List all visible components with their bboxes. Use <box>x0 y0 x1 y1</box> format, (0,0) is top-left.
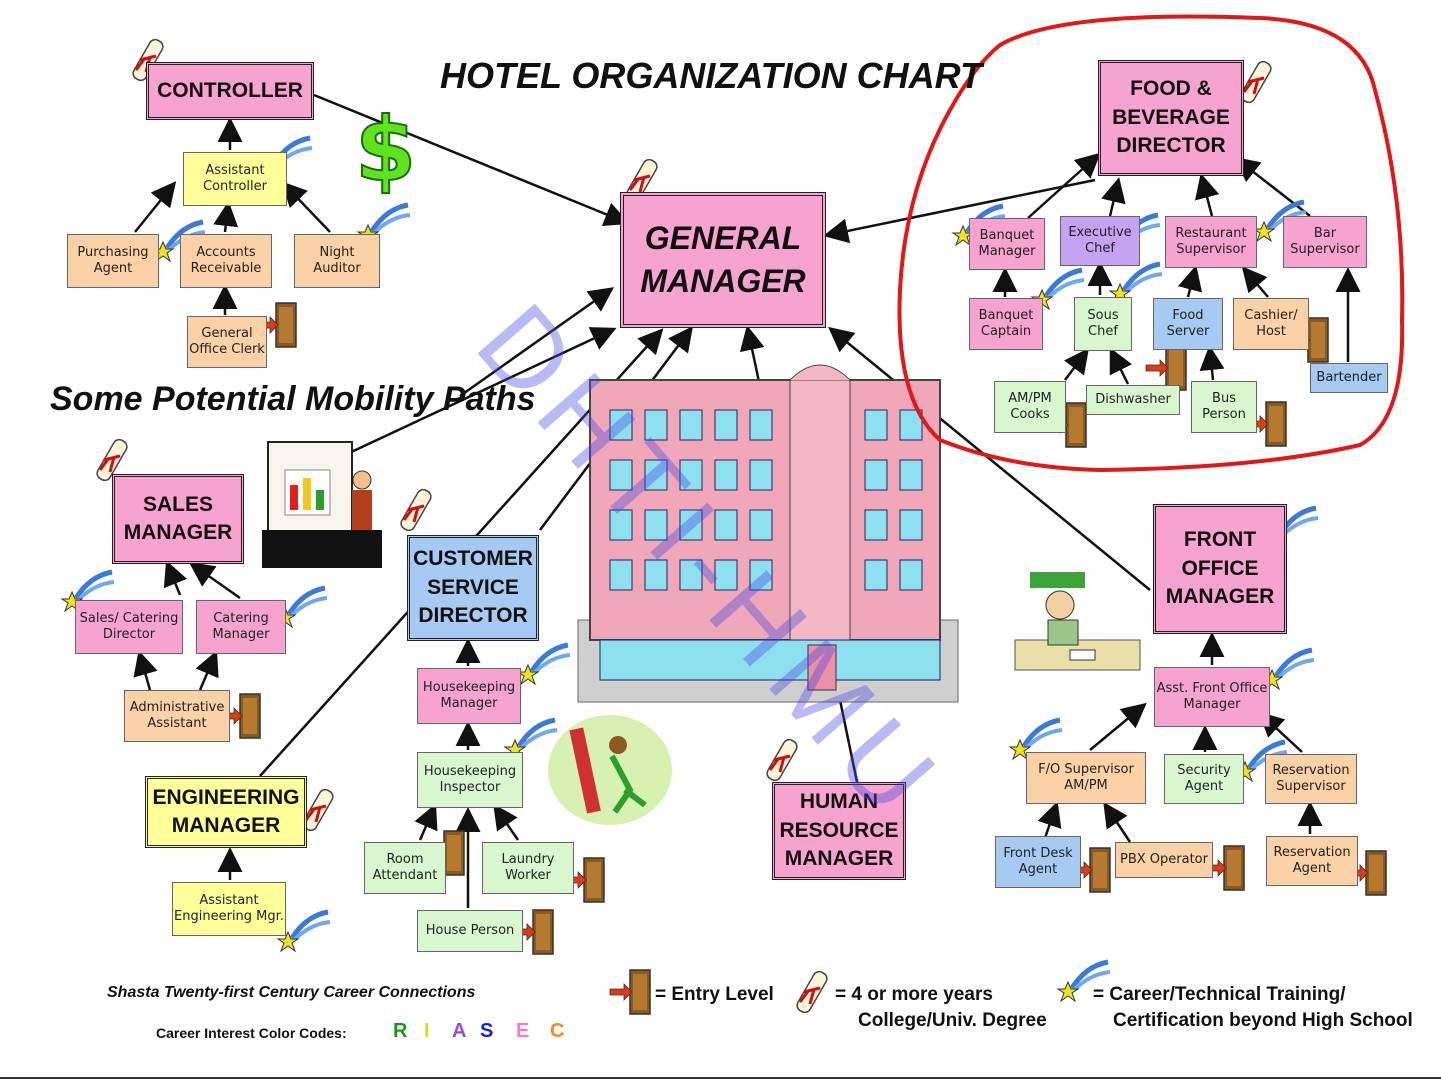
color-code-r: R <box>393 1020 408 1042</box>
customer-service-director-box: CUSTOMER SERVICE DIRECTOR <box>407 535 539 641</box>
controller-box: CONTROLLER <box>146 62 314 120</box>
color-code-s: S <box>480 1020 494 1042</box>
cashier-host-box: Cashier/ Host <box>1233 298 1309 350</box>
svg-text:$: $ <box>355 98 416 201</box>
sales-catering-director-box: Sales/ Catering Director <box>75 600 183 654</box>
house-person-box: House Person <box>417 910 523 952</box>
accounts-receivable-box: Accounts Receivable <box>180 234 272 288</box>
asst-controller-box: Assistant Controller <box>183 152 287 206</box>
reservation-agent-box: Reservation Agent <box>1266 836 1358 886</box>
executive-chef-box: Executive Chef <box>1060 216 1140 266</box>
food-server-box: Food Server <box>1153 298 1223 350</box>
housekeeping-manager-box: Housekeeping Manager <box>417 668 521 724</box>
legend-training-line1: = Career/Technical Training/ <box>1093 984 1346 1005</box>
housekeeper-illustration <box>548 715 672 825</box>
front-desk-agent-box: Front Desk Agent <box>995 836 1081 888</box>
dishwasher-box: Dishwasher <box>1086 385 1180 415</box>
ampm-cooks-box: AM/PM Cooks <box>994 381 1066 433</box>
color-codes-label: Career Interest Color Codes: <box>156 1025 347 1041</box>
food-beverage-director-box: FOOD & BEVERAGE DIRECTOR <box>1098 60 1244 176</box>
asst-front-office-manager-box: Asst. Front Office Manager <box>1154 667 1270 727</box>
chart-subtitle: Some Potential Mobility Paths <box>50 380 536 418</box>
highlight-circle <box>897 14 1405 473</box>
color-code-c: C <box>550 1020 565 1042</box>
security-agent-box: Security Agent <box>1164 754 1244 804</box>
pbx-operator-box: PBX Operator <box>1115 842 1213 878</box>
hr-manager-box: HUMAN RESOURCE MANAGER <box>772 782 906 880</box>
general-office-clerk-box: General Office Clerk <box>187 316 267 368</box>
asst-engineering-mgr-box: Assistant Engineering Mgr. <box>172 882 286 936</box>
bar-supervisor-box: Bar Supervisor <box>1283 216 1367 268</box>
organization-name: Shasta Twenty-first Century Career Conne… <box>107 984 476 1001</box>
dollar-icon: $ <box>354 97 417 202</box>
legend-entry-level: = Entry Level <box>655 984 774 1005</box>
housekeeping-inspector-box: Housekeeping Inspector <box>417 752 523 808</box>
banquet-captain-box: Banquet Captain <box>969 298 1043 350</box>
color-code-i: I <box>424 1020 430 1042</box>
color-code-a: A <box>452 1020 467 1042</box>
engineering-manager-box: ENGINEERING MANAGER <box>145 776 307 848</box>
bus-person-box: Bus Person <box>1191 381 1257 433</box>
legend-training-line2: Certification beyond High School <box>1113 1010 1413 1031</box>
color-code-e: E <box>516 1020 530 1042</box>
general-manager-box: GENERAL MANAGER <box>620 192 826 328</box>
banquet-manager-box: Banquet Manager <box>969 218 1045 270</box>
clerk-illustration <box>1014 572 1141 671</box>
hotel-building-illustration <box>577 364 959 703</box>
reservation-supervisor-box: Reservation Supervisor <box>1265 754 1357 804</box>
front-office-manager-box: FRONT OFFICE MANAGER <box>1153 504 1287 634</box>
bartender-box: Bartender <box>1310 363 1388 393</box>
catering-manager-box: Catering Manager <box>196 600 286 654</box>
administrative-assistant-box: Administrative Assistant <box>124 690 230 742</box>
laundry-worker-box: Laundry Worker <box>482 842 574 894</box>
legend-degree-line1: = 4 or more years <box>835 984 993 1005</box>
legend-degree-line2: College/Univ. Degree <box>858 1010 1047 1031</box>
night-auditor-box: Night Auditor <box>294 234 380 288</box>
fo-supervisor-box: F/O Supervisor AM/PM <box>1026 752 1146 804</box>
room-attendant-box: Room Attendant <box>364 842 446 894</box>
restaurant-supervisor-box: Restaurant Supervisor <box>1165 216 1257 268</box>
sous-chef-box: Sous Chef <box>1074 297 1132 351</box>
sales-manager-box: SALES MANAGER <box>112 474 244 564</box>
presentation-illustration <box>262 441 382 568</box>
chart-title: HOTEL ORGANIZATION CHART <box>440 55 982 96</box>
purchasing-agent-box: Purchasing Agent <box>67 234 159 288</box>
